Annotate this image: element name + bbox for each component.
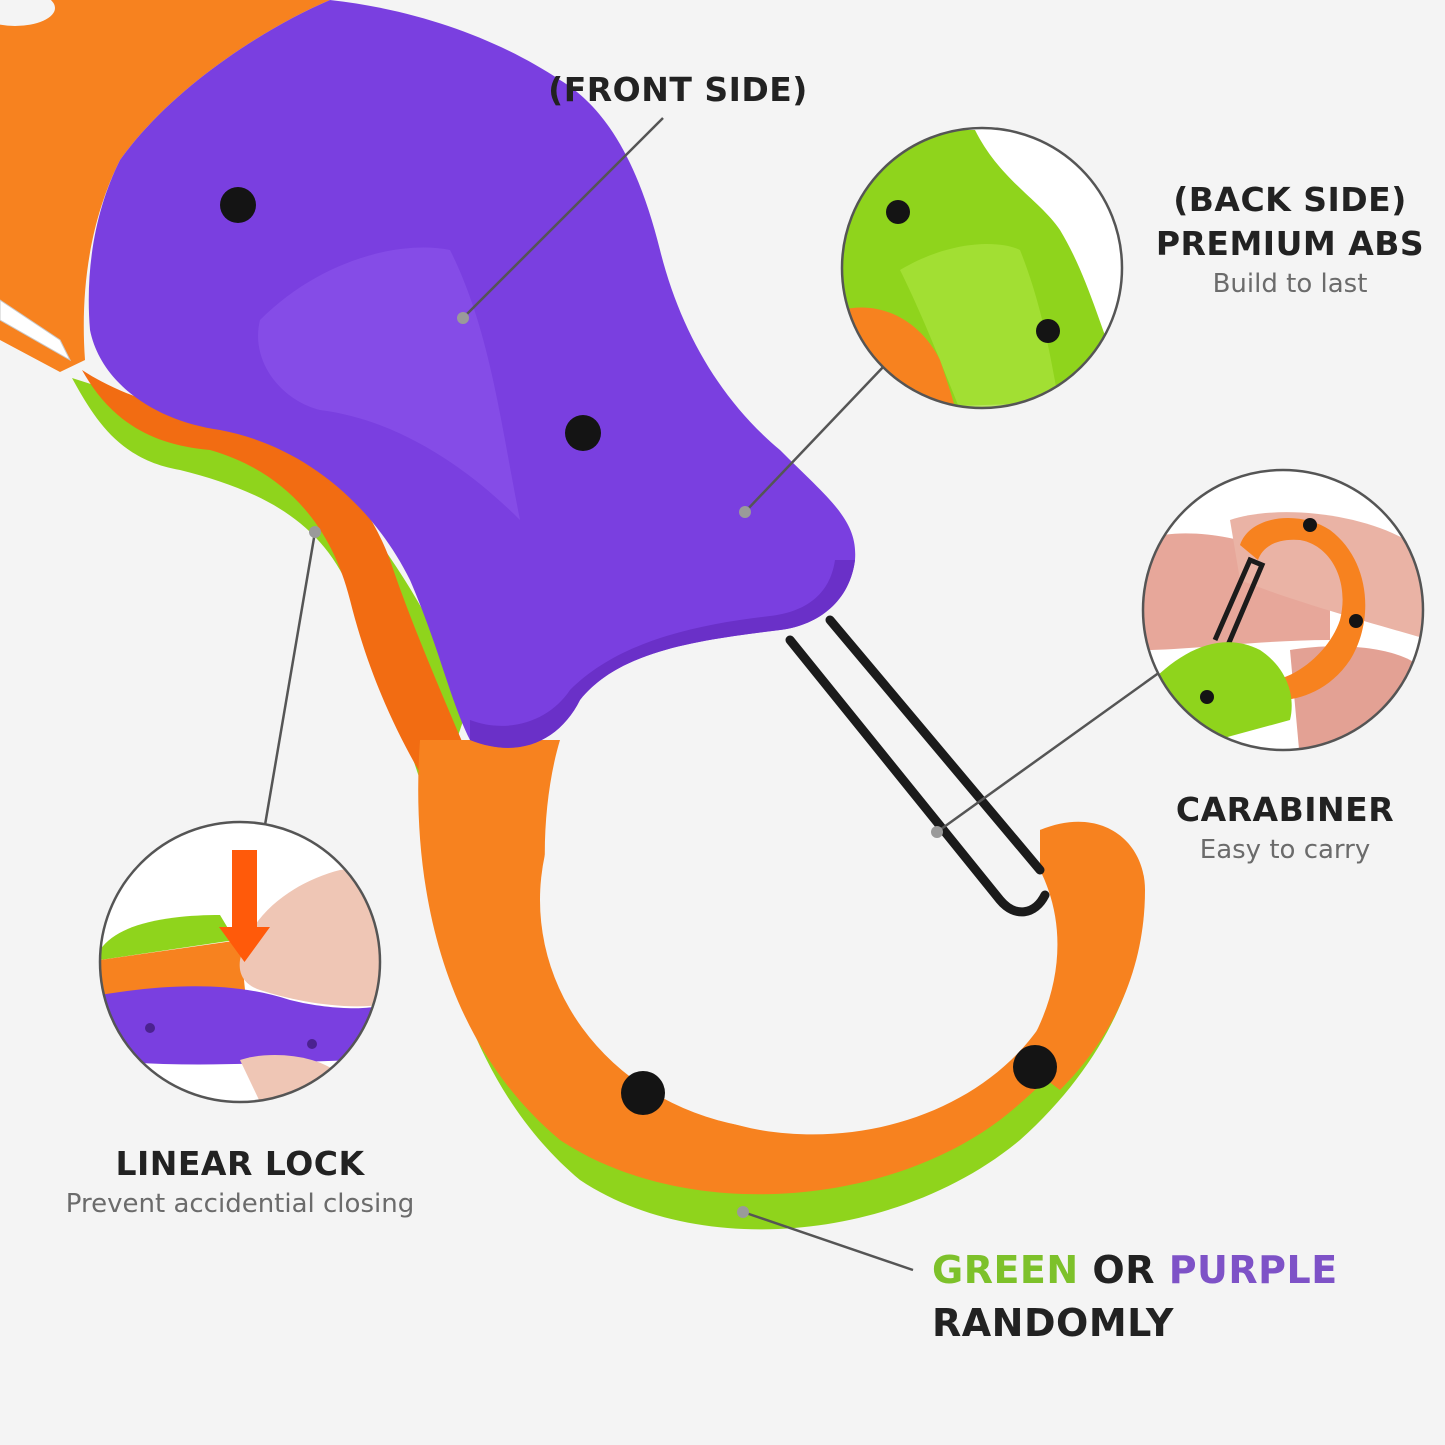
linear-lock-title: LINEAR LOCK (115, 1144, 365, 1183)
back-side-subtitle: Build to last (1212, 268, 1368, 299)
back-side-callout: (BACK SIDE) PREMIUM ABS Build to last (1140, 176, 1440, 301)
linear-lock-subtitle: Prevent accidential closing (65, 1188, 415, 1219)
hook-tip (1020, 821, 1145, 1090)
screw-icon (220, 187, 256, 223)
arrow-down-icon (219, 850, 270, 962)
mini-gate (1212, 556, 1266, 646)
carabiner-subtitle: Easy to carry (1199, 834, 1371, 865)
hook-loop-orange (418, 740, 1140, 1195)
wire-gate (785, 615, 1050, 917)
inset-back-side (840, 126, 1124, 410)
blade-hole (0, 0, 55, 26)
screw-icon (1200, 690, 1214, 704)
color-word-or: OR (1078, 1248, 1169, 1292)
finger (1230, 512, 1423, 640)
fish-grip-tool (0, 0, 1145, 1230)
linear-lock-callout: LINEAR LOCK Prevent accidential closing (20, 1140, 460, 1222)
back-side-title: (BACK SIDE) (1173, 180, 1407, 219)
screw-icon (621, 1071, 665, 1115)
thumb (239, 869, 380, 1007)
color-option-callout: GREEN OR PURPLE RANDOMLY (932, 1244, 1338, 1350)
color-option-line2: RANDOMLY (932, 1301, 1174, 1346)
inset-carabiner-hand (1141, 468, 1425, 752)
screw-icon (1013, 1045, 1057, 1089)
screw-icon (1349, 614, 1363, 628)
leader-lines (263, 117, 1161, 1272)
carabiner-callout: CARABINER Easy to carry (1150, 786, 1420, 868)
inset-linear-lock (98, 820, 382, 1104)
mini-hook (1240, 518, 1366, 700)
blade-edge (0, 299, 72, 362)
premium-abs-title: PREMIUM ABS (1155, 223, 1425, 263)
front-side-title: (FRONT SIDE) (548, 70, 808, 109)
handle-grip-recess (258, 247, 520, 520)
color-word-purple: PURPLE (1168, 1248, 1338, 1292)
screw-icon (1303, 518, 1317, 532)
screw-icon (1036, 319, 1060, 343)
handle-bevel (470, 560, 855, 748)
screws (220, 187, 1057, 1115)
leader-dots (309, 312, 943, 1218)
carabiner-title: CARABINER (1175, 790, 1395, 829)
screw-icon (565, 415, 601, 451)
color-option-line1: GREEN OR PURPLE (932, 1244, 1338, 1297)
hook-opening (540, 670, 1040, 1130)
front-side-callout: (FRONT SIDE) (528, 66, 828, 114)
screw-icon (886, 200, 910, 224)
color-word-green: GREEN (932, 1248, 1079, 1292)
orange-blade-body (0, 0, 330, 372)
